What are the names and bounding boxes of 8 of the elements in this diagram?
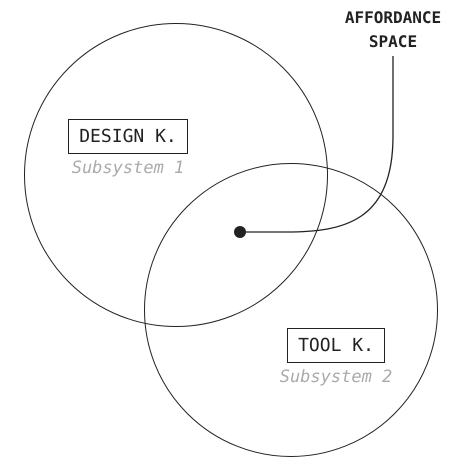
leader-line <box>246 56 394 233</box>
label-box: TOOL K. <box>287 328 385 363</box>
subsystem-circle <box>24 23 328 327</box>
caption-text: Subsystem 1 <box>70 158 186 178</box>
label-box: DESIGN K. <box>68 119 188 154</box>
caption-text: Subsystem 2 <box>278 367 394 387</box>
dot-marker <box>234 226 246 238</box>
heading-text: AFFORDANCE SPACE <box>338 6 448 54</box>
